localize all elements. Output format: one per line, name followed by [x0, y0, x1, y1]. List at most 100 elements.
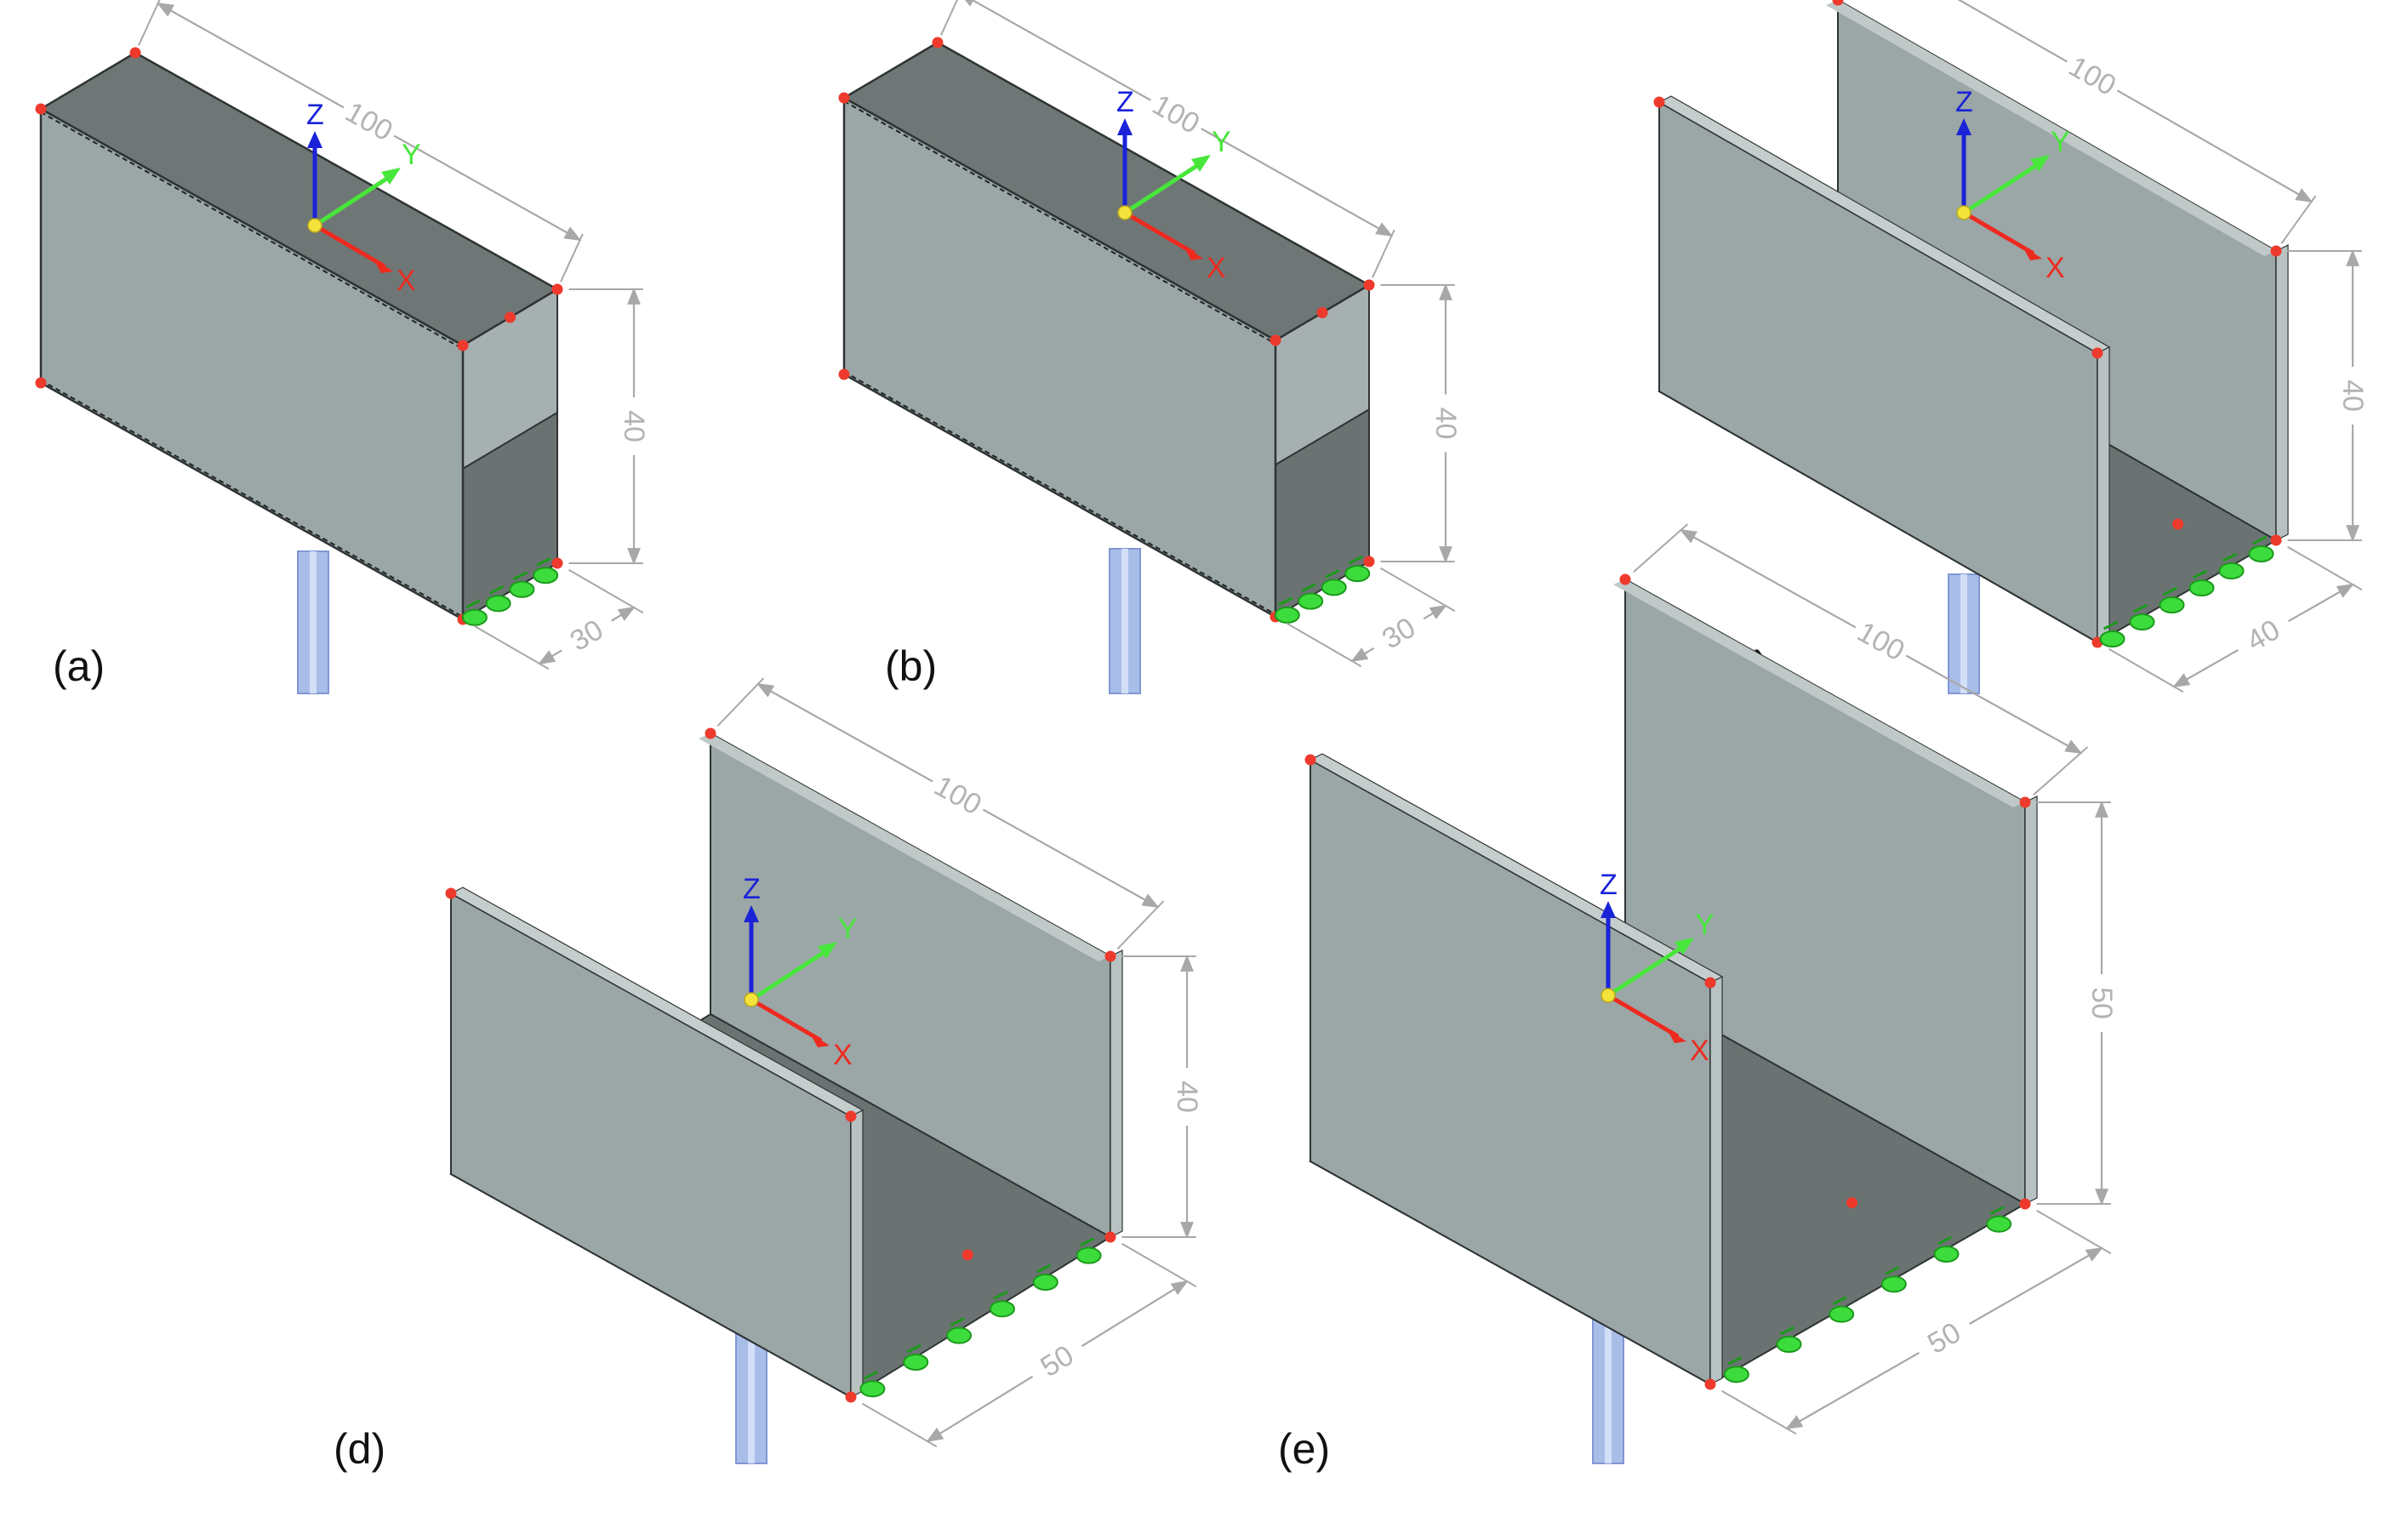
length-dimension-extension — [1372, 229, 1395, 278]
width-dimension-label-bg — [1364, 602, 1432, 662]
node-point — [445, 887, 457, 899]
length-dimension-extension — [560, 233, 584, 282]
width-dimension-extension — [473, 624, 550, 670]
support-symbol — [2159, 596, 2185, 613]
height-dimension-label-bg — [619, 397, 653, 455]
support-symbol — [1723, 1366, 1749, 1383]
support-hatch — [1348, 555, 1363, 565]
support-hatch — [1278, 596, 1293, 607]
z-axis-arrowhead — [1117, 118, 1133, 135]
support-symbol — [946, 1326, 973, 1344]
node-point — [845, 1391, 857, 1403]
x-axis-arrow — [1606, 993, 1680, 1039]
height-dimension-label: 40 — [2337, 379, 2369, 412]
panel-label: (b) — [885, 642, 937, 690]
support-symbol — [1986, 1215, 2012, 1233]
support-symbol — [2248, 545, 2274, 562]
y-axis-label: Y — [838, 913, 858, 945]
height-dimension-label-bg — [1172, 1068, 1206, 1126]
z-axis-label: Z — [1600, 869, 1618, 901]
support-symbol — [1829, 1305, 1855, 1323]
panel-label: (a) — [53, 642, 105, 690]
node-point — [35, 377, 47, 389]
z-axis-label: Z — [1116, 86, 1134, 118]
x-axis-arrowhead — [809, 1032, 830, 1047]
node-point — [1619, 573, 1631, 585]
support-symbol — [1298, 592, 1324, 610]
length-dimension-label-bg — [2059, 45, 2127, 105]
support-symbol — [2188, 579, 2215, 596]
y-axis-arrowhead — [1675, 938, 1694, 955]
axis-origin — [1956, 205, 1971, 220]
x-axis-arrowhead — [1183, 245, 1203, 260]
support-hatch — [1727, 1355, 1743, 1366]
z-axis-arrowhead — [1601, 901, 1616, 918]
support-hatch — [536, 556, 551, 567]
length-dimension-extension — [1633, 523, 1689, 573]
support-symbol — [2218, 562, 2245, 579]
z-axis-arrowhead — [1956, 118, 1971, 135]
node-point — [2270, 534, 2282, 546]
node-point — [705, 727, 716, 739]
support-symbol — [1076, 1246, 1102, 1264]
node-point — [35, 103, 47, 115]
node-point — [1316, 307, 1328, 318]
width-dimension-extension — [861, 1402, 938, 1448]
support-symbol — [1933, 1246, 1960, 1263]
node-point — [457, 339, 469, 351]
support-symbol — [2099, 630, 2126, 647]
support-symbol — [2129, 613, 2155, 630]
support-hatch — [1079, 1237, 1095, 1247]
support-hatch — [2192, 569, 2208, 579]
width-dimension-extension — [1286, 622, 1362, 668]
node-point — [551, 283, 563, 295]
support-symbol — [859, 1380, 886, 1398]
support-symbol — [1344, 565, 1371, 583]
z-axis-arrowhead — [744, 905, 759, 922]
axis-origin — [307, 218, 322, 233]
support-symbol — [509, 580, 535, 598]
node-point — [1704, 1378, 1716, 1390]
support-symbol — [1321, 579, 1347, 596]
column-highlight — [1960, 574, 1967, 693]
z-axis-label: Z — [1955, 86, 1973, 118]
support-symbol — [533, 567, 559, 585]
z-axis-label: Z — [306, 99, 324, 131]
support-hatch — [863, 1370, 879, 1380]
y-axis-arrowhead — [1191, 155, 1211, 172]
width-dimension-extension — [2108, 647, 2184, 693]
column-highlight — [1121, 549, 1128, 693]
node-point — [1846, 1197, 1857, 1209]
y-axis-arrow — [1123, 159, 1205, 215]
support-hatch — [512, 571, 528, 581]
y-axis-arrow — [750, 946, 831, 1002]
support-hatch — [2251, 535, 2268, 545]
node-point — [1832, 0, 1844, 6]
y-axis-arrowhead — [381, 168, 401, 185]
support-symbol — [1776, 1336, 1802, 1353]
support-hatch — [2103, 620, 2119, 630]
node-point — [1363, 556, 1375, 567]
support-symbol — [1880, 1275, 1907, 1293]
front-bottom-edge — [40, 379, 464, 618]
length-dimension-extension — [940, 0, 958, 36]
y-axis-arrow — [1606, 942, 1688, 998]
x-axis-arrow — [1962, 210, 2035, 256]
y-axis-label: Y — [402, 139, 421, 171]
panel-label: (d) — [334, 1425, 385, 1473]
support-symbol — [485, 595, 511, 613]
axis-origin — [1117, 205, 1133, 220]
support-symbol — [903, 1354, 929, 1371]
back-wall-end-edge — [1110, 950, 1123, 1238]
front-wall-end-edge — [1709, 976, 1723, 1385]
support-hatch — [465, 599, 481, 609]
width-dimension-extension — [1379, 567, 1456, 613]
node-point — [129, 47, 141, 59]
length-dimension-extension — [2033, 746, 2089, 796]
y-axis-arrowhead — [2030, 155, 2050, 172]
width-dimension-label-bg — [552, 604, 619, 664]
